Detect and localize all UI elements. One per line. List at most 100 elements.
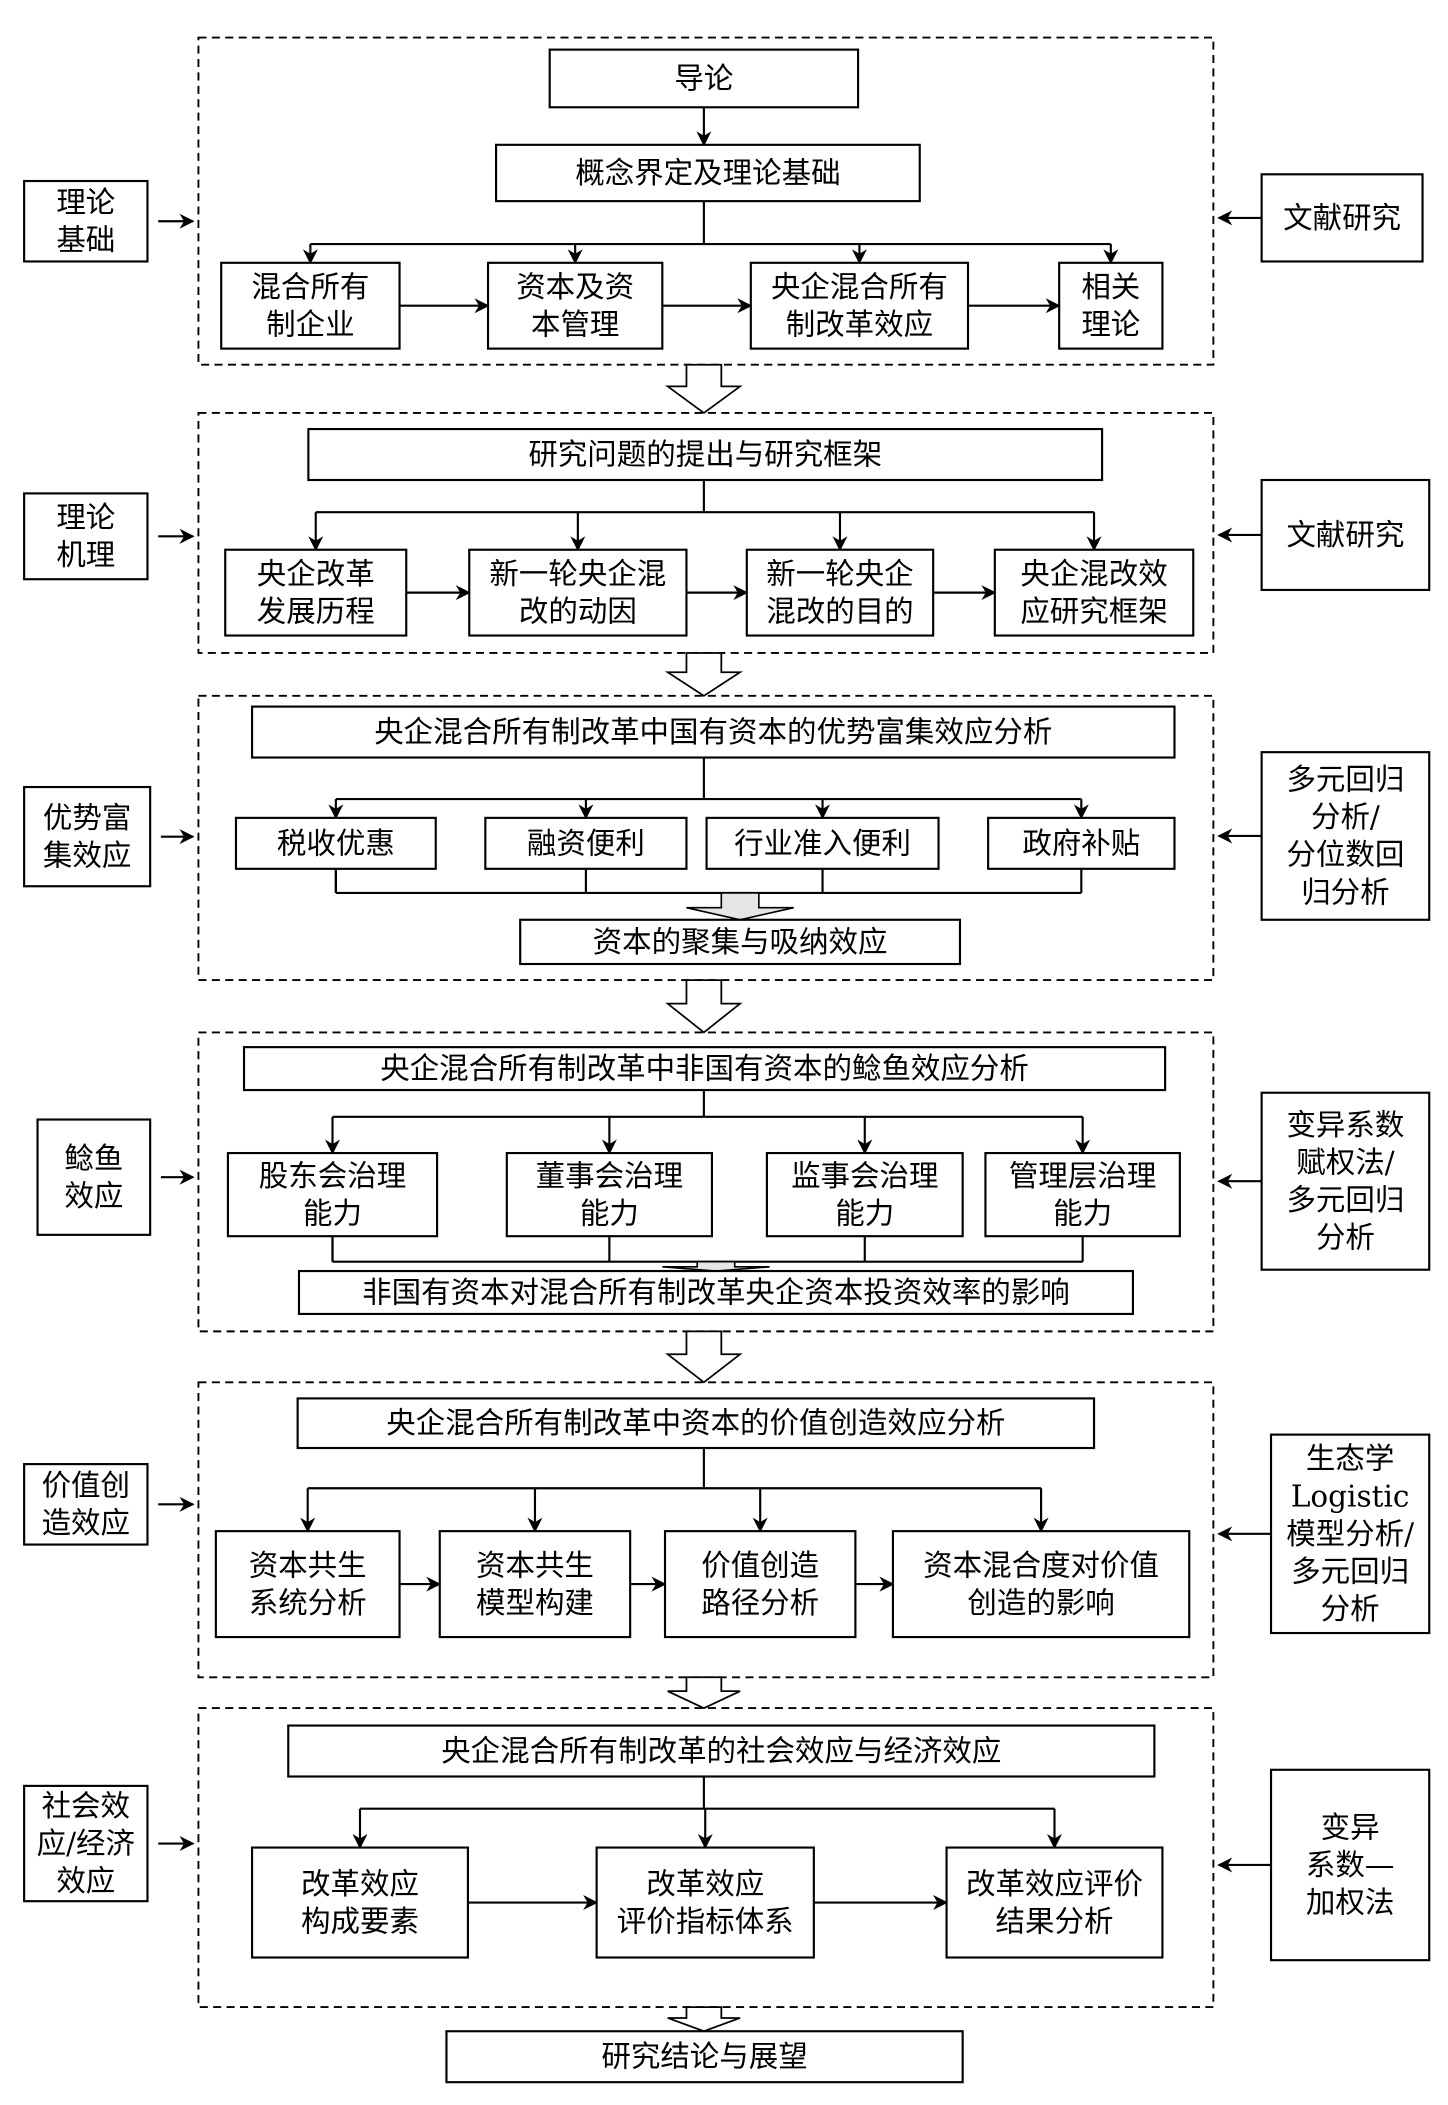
- section-4-item-4-text: 管理层治理: [1009, 1159, 1156, 1193]
- section-4-perspective-box: 鲶鱼效应: [36, 1118, 152, 1236]
- section-1-item-4-text: 相关: [1081, 270, 1140, 304]
- section-5-header: 央企混合所有制改革中资本的价值创造效应分析: [296, 1397, 1096, 1450]
- section-3-next-arrow-icon: [665, 979, 743, 1034]
- section-4-item-3-text: 监事会治理: [791, 1159, 938, 1193]
- section-6-item-2-text: 改革效应: [646, 1867, 764, 1901]
- section-6-header-text: 央企混合所有制改革的社会效应与经济效应: [441, 1734, 1001, 1768]
- section-2-perspective-box-text: 理论: [56, 501, 115, 535]
- section-6-item-3-text: 改革效应评价: [966, 1867, 1143, 1901]
- section-6-method-box-text: 加权法: [1306, 1886, 1394, 1920]
- section-1-header: 概念界定及理论基础: [495, 143, 921, 203]
- section-3-item-1: 税收优惠: [234, 816, 437, 870]
- section-5-method-box-text: 多元回归: [1291, 1554, 1409, 1588]
- section-5-item-4-text: 资本混合度对价值: [923, 1548, 1159, 1582]
- section-5-item-3-text: 价值创造: [701, 1548, 819, 1582]
- section-6-perspective-box-text: 应/经济: [37, 1827, 135, 1861]
- section-6-method-box-text: 系数—: [1306, 1848, 1394, 1882]
- section-5-item-4-text: 创造的影响: [967, 1586, 1114, 1620]
- section-1-header-text: 概念界定及理论基础: [575, 156, 840, 190]
- intro-box: 导论: [548, 48, 860, 109]
- section-3-result-text: 资本的聚集与吸纳效应: [593, 925, 888, 959]
- section-5-method-box-text: 分析: [1321, 1592, 1380, 1626]
- section-6-perspective-box-text: 社会效: [42, 1789, 130, 1823]
- aggregate-arrow-icon: [686, 892, 794, 921]
- section-3-header: 央企混合所有制改革中国有资本的优势富集效应分析: [250, 705, 1176, 759]
- section-5-perspective-box: 价值创造效应: [23, 1463, 149, 1546]
- section-4-item-2-text: 能力: [580, 1196, 639, 1230]
- section-2-perspective-box-text: 机理: [56, 538, 115, 572]
- section-1-item-3-text: 央企混合所有: [771, 270, 948, 304]
- section-2-header-text: 研究问题的提出与研究框架: [528, 438, 882, 472]
- section-6-method-box: 变异系数—加权法: [1269, 1768, 1431, 1962]
- section-3-item-1-text: 税收优惠: [277, 826, 395, 860]
- section-1-next-arrow-icon: [665, 363, 743, 415]
- section-4-item-4-text: 能力: [1053, 1196, 1112, 1230]
- section-4-method-box-text: 多元回归: [1286, 1183, 1404, 1217]
- section-1-frame: [197, 36, 1215, 366]
- section-5-item-2-text: 模型构建: [476, 1586, 594, 1620]
- section-3-item-4: 政府补贴: [987, 816, 1176, 870]
- section-6-item-3-text: 结果分析: [996, 1904, 1114, 1938]
- section-1-item-1-text: 混合所有: [251, 270, 369, 304]
- section-5-perspective-box-text: 价值创: [42, 1469, 130, 1503]
- section-2-item-4-text: 应研究框架: [1020, 594, 1167, 628]
- section-1-item-4-text: 理论: [1081, 307, 1140, 341]
- section-3-result: 资本的聚集与吸纳效应: [519, 918, 962, 966]
- section-3-item-3-text: 行业准入便利: [734, 826, 911, 860]
- section-5-method-box-text: Logistic: [1291, 1479, 1410, 1513]
- section-1-perspective-box-text: 理论: [56, 185, 115, 219]
- section-5-item-1-text: 系统分析: [249, 1586, 367, 1620]
- section-5-item-2-text: 资本共生: [476, 1548, 594, 1582]
- intro-box-text: 导论: [674, 61, 733, 95]
- section-5-item-1-text: 资本共生: [249, 1548, 367, 1582]
- section-4-header: 央企混合所有制改革中非国有资本的鲶鱼效应分析: [242, 1046, 1167, 1092]
- section-4-header-text: 央企混合所有制改革中非国有资本的鲶鱼效应分析: [380, 1052, 1029, 1086]
- section-3-method-box-text: 分位数回: [1286, 838, 1404, 872]
- section-5-header-text: 央企混合所有制改革中资本的价值创造效应分析: [386, 1406, 1005, 1440]
- section-1-item-1-text: 制企业: [266, 307, 354, 341]
- section-5-method-box-text: 生态学: [1306, 1442, 1394, 1476]
- section-3-perspective-box: 优势富集效应: [23, 785, 152, 888]
- section-1-item-3-text: 制改革效应: [786, 307, 933, 341]
- section-2-item-3-text: 新一轮央企: [766, 557, 913, 591]
- section-3-item-3: 行业准入便利: [705, 816, 940, 870]
- section-2-item-2-text: 新一轮央企混: [489, 557, 666, 591]
- section-2-item-4-text: 央企混改效: [1020, 557, 1167, 591]
- section-2-item-1-text: 发展历程: [257, 594, 375, 628]
- section-3-perspective-box-text: 集效应: [43, 838, 131, 872]
- section-3-item-2: 融资便利: [484, 816, 688, 870]
- section-1-method-box-text: 文献研究: [1283, 201, 1401, 235]
- section-4-method-box-text: 赋权法/: [1296, 1145, 1394, 1179]
- section-6-perspective-box-text: 效应: [56, 1864, 115, 1898]
- section-3-item-4-text: 政府补贴: [1022, 826, 1140, 860]
- section-2-item-1-text: 央企改革: [257, 557, 375, 591]
- section-6-next-arrow-icon: [667, 2006, 741, 2033]
- section-3-header-text: 央企混合所有制改革中国有资本的优势富集效应分析: [374, 715, 1052, 749]
- aggregate-arrow-icon: [662, 1260, 770, 1272]
- section-2-next-arrow-icon: [664, 652, 744, 697]
- section-1-method-box: 文献研究: [1260, 173, 1424, 263]
- section-6-item-1-text: 改革效应: [301, 1867, 419, 1901]
- section-1-item-2-text: 本管理: [531, 307, 619, 341]
- section-6-header: 央企混合所有制改革的社会效应与经济效应: [287, 1724, 1156, 1778]
- section-4-next-arrow-icon: [665, 1330, 743, 1384]
- section-1-perspective-box: 理论基础: [23, 179, 149, 263]
